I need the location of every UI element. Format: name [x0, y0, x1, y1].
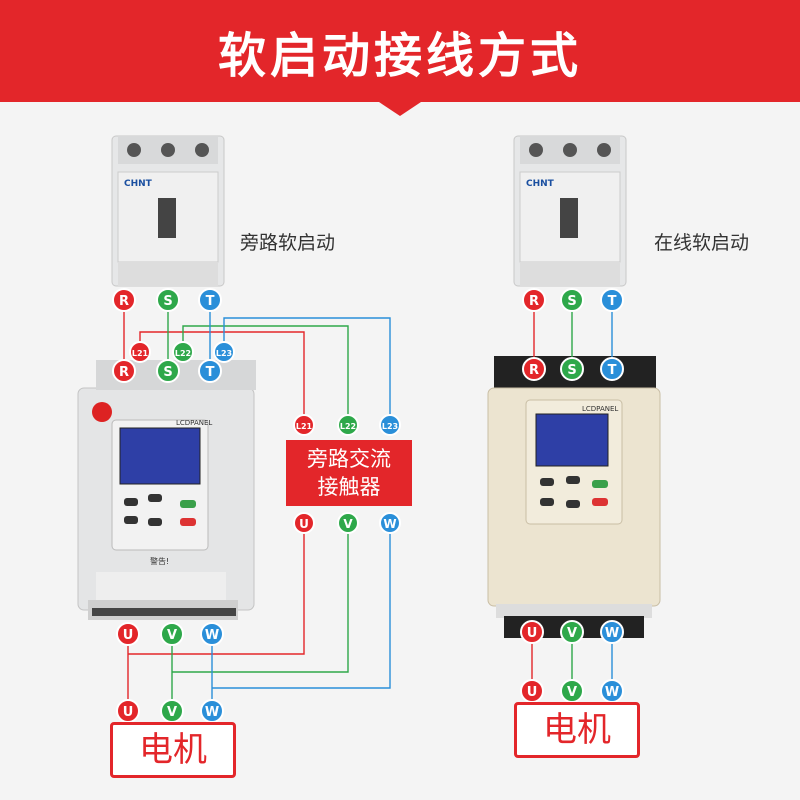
svg-text:W: W — [383, 517, 396, 531]
terminal-t-right-starter: T — [600, 357, 624, 381]
terminal-markers: R S T L21 L22 L23 R S T L21 L22 L23 U V … — [112, 288, 624, 723]
terminal-r-right-top: R — [522, 288, 546, 312]
terminal-u-right-motor: U — [520, 679, 544, 703]
breaker-brand-right: CHNT — [526, 179, 555, 189]
svg-text:V: V — [343, 517, 353, 531]
svg-text:V: V — [167, 705, 177, 720]
motor-box-right: 电机 — [514, 702, 640, 758]
terminal-l21-contactor: L21 — [293, 414, 315, 436]
svg-text:W: W — [605, 685, 619, 700]
terminal-l22-contactor: L22 — [337, 414, 359, 436]
bypass-contactor-label-line2: 接触器 — [317, 475, 381, 499]
terminal-t-left-starter: T — [198, 359, 222, 383]
terminal-l21-left: L21 — [129, 341, 151, 363]
svg-text:S: S — [567, 363, 576, 378]
banner-notch — [376, 100, 424, 116]
terminal-s-right-starter: S — [560, 357, 584, 381]
terminal-v-left-motor: V — [160, 699, 184, 723]
svg-text:L22: L22 — [340, 422, 356, 431]
bypass-contactor-label-line1: 旁路交流 — [307, 447, 391, 471]
terminal-r-left-starter: R — [112, 359, 136, 383]
svg-text:W: W — [205, 705, 219, 720]
svg-text:W: W — [605, 626, 619, 641]
bypass-soft-start-label: 旁路软启动 — [240, 232, 336, 254]
svg-text:S: S — [163, 294, 172, 309]
page-title: 软启动接线方式 — [217, 28, 582, 84]
motor-box-left: 电机 — [110, 722, 236, 778]
terminal-u-contactor: U — [293, 512, 315, 534]
terminal-r-left-top: R — [112, 288, 136, 312]
terminal-l22-left: L22 — [172, 341, 194, 363]
svg-text:W: W — [205, 628, 219, 643]
svg-text:S: S — [567, 294, 576, 309]
svg-text:V: V — [167, 628, 177, 643]
title-banner — [0, 0, 800, 102]
svg-text:U: U — [123, 628, 134, 643]
warning-label: 警告! — [150, 556, 169, 566]
terminal-w-left-motor: W — [200, 699, 224, 723]
terminal-s-right-top: S — [560, 288, 584, 312]
terminal-w-left-starter: W — [200, 622, 224, 646]
svg-text:T: T — [206, 365, 215, 380]
terminal-v-contactor: V — [337, 512, 359, 534]
svg-text:U: U — [527, 626, 538, 641]
terminal-u-left-starter: U — [116, 622, 140, 646]
terminal-u-right-starter: U — [520, 620, 544, 644]
svg-text:T: T — [206, 294, 215, 309]
svg-text:T: T — [608, 294, 617, 309]
svg-text:S: S — [163, 365, 172, 380]
svg-text:R: R — [119, 294, 129, 309]
terminal-s-left-top: S — [156, 288, 180, 312]
terminal-u-left-motor: U — [116, 699, 140, 723]
svg-text:V: V — [567, 626, 577, 641]
svg-text:L23: L23 — [382, 422, 398, 431]
terminal-w-contactor: W — [379, 512, 401, 534]
online-soft-start-label: 在线软启动 — [654, 232, 750, 254]
terminal-v-right-motor: V — [560, 679, 584, 703]
terminal-t-left-top: T — [198, 288, 222, 312]
svg-text:L21: L21 — [132, 349, 149, 358]
svg-text:L22: L22 — [175, 349, 191, 358]
terminal-r-right-starter: R — [522, 357, 546, 381]
terminal-l23-contactor: L23 — [379, 414, 401, 436]
terminal-w-right-motor: W — [600, 679, 624, 703]
svg-text:R: R — [529, 363, 539, 378]
svg-text:L21: L21 — [296, 422, 313, 431]
svg-text:V: V — [567, 685, 577, 700]
svg-text:U: U — [299, 517, 309, 531]
panel-label-right: LCDPANEL — [582, 405, 618, 413]
svg-text:R: R — [119, 365, 129, 380]
left-circuit-breaker: CHNT — [111, 135, 225, 287]
left-soft-starter: LCDPANEL 警告! — [77, 360, 256, 620]
terminal-w-right-starter: W — [600, 620, 624, 644]
terminal-v-left-starter: V — [160, 622, 184, 646]
right-circuit-breaker: CHNT — [513, 135, 627, 287]
right-soft-starter: LCDPANEL — [487, 356, 661, 638]
svg-text:U: U — [123, 705, 134, 720]
svg-text:T: T — [608, 363, 617, 378]
terminal-l23-left: L23 — [213, 341, 235, 363]
svg-text:L23: L23 — [216, 349, 232, 358]
terminal-v-right-starter: V — [560, 620, 584, 644]
breaker-brand-left: CHNT — [124, 179, 153, 189]
bypass-contactor: 旁路交流 接触器 — [286, 440, 412, 506]
svg-text:R: R — [529, 294, 539, 309]
panel-label-left: LCDPANEL — [176, 419, 212, 427]
svg-text:U: U — [527, 685, 538, 700]
terminal-s-left-starter: S — [156, 359, 180, 383]
terminal-t-right-top: T — [600, 288, 624, 312]
